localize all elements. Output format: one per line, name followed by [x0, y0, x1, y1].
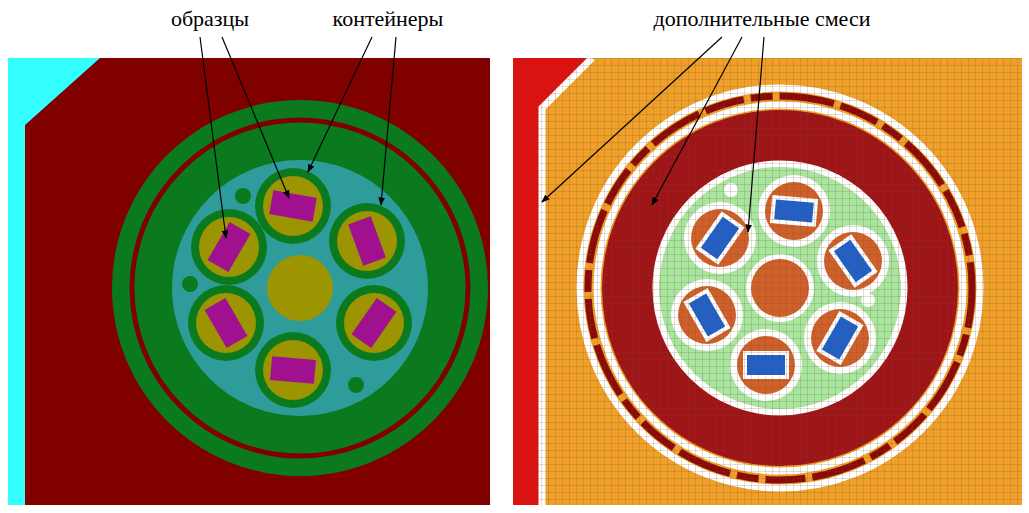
- container-wall: [336, 285, 412, 361]
- leader-line: [308, 37, 372, 172]
- mesh-panel: [513, 58, 1022, 505]
- callout-label: образцы: [171, 6, 249, 32]
- container-wall: [329, 203, 405, 279]
- sample: [269, 190, 316, 221]
- central-rod: [267, 255, 333, 321]
- callout-label: дополнительные смеси: [654, 6, 871, 32]
- container-fill: [337, 211, 397, 271]
- container: [191, 209, 267, 285]
- leader-line: [222, 37, 289, 198]
- container-fill: [263, 176, 323, 236]
- block-region: [25, 58, 490, 505]
- mesh-ground: [513, 58, 1022, 505]
- container-wall: [191, 209, 267, 285]
- small-rod: [182, 276, 198, 292]
- container-fill: [199, 217, 259, 277]
- small-rod: [348, 377, 364, 393]
- container: [336, 285, 412, 361]
- mesh-grid: [513, 58, 1022, 505]
- channel-medium: [172, 160, 428, 416]
- sample: [348, 216, 386, 266]
- container-wall: [188, 285, 264, 361]
- leader-line: [381, 37, 396, 205]
- small-rod: [235, 188, 251, 204]
- sample: [270, 356, 316, 384]
- channel-wall: [112, 100, 488, 476]
- container-wall: [255, 168, 331, 244]
- sample: [208, 222, 251, 272]
- leader-line: [652, 37, 742, 205]
- container-fill: [263, 340, 323, 400]
- container: [255, 332, 331, 408]
- container-wall: [255, 332, 331, 408]
- leader-line: [200, 37, 226, 238]
- sample: [205, 298, 248, 348]
- callout-label: контейнеры: [333, 6, 444, 32]
- container: [329, 203, 405, 279]
- leader-line: [542, 37, 722, 202]
- leader-line: [748, 37, 764, 232]
- thin-ring: [132, 120, 468, 456]
- container: [255, 168, 331, 244]
- leader-lines: [200, 37, 764, 238]
- container-fill: [344, 293, 404, 353]
- geometry-panel: [8, 58, 490, 505]
- outer-medium: [8, 58, 490, 505]
- container-fill: [196, 293, 256, 353]
- sample: [352, 298, 397, 348]
- container: [188, 285, 264, 361]
